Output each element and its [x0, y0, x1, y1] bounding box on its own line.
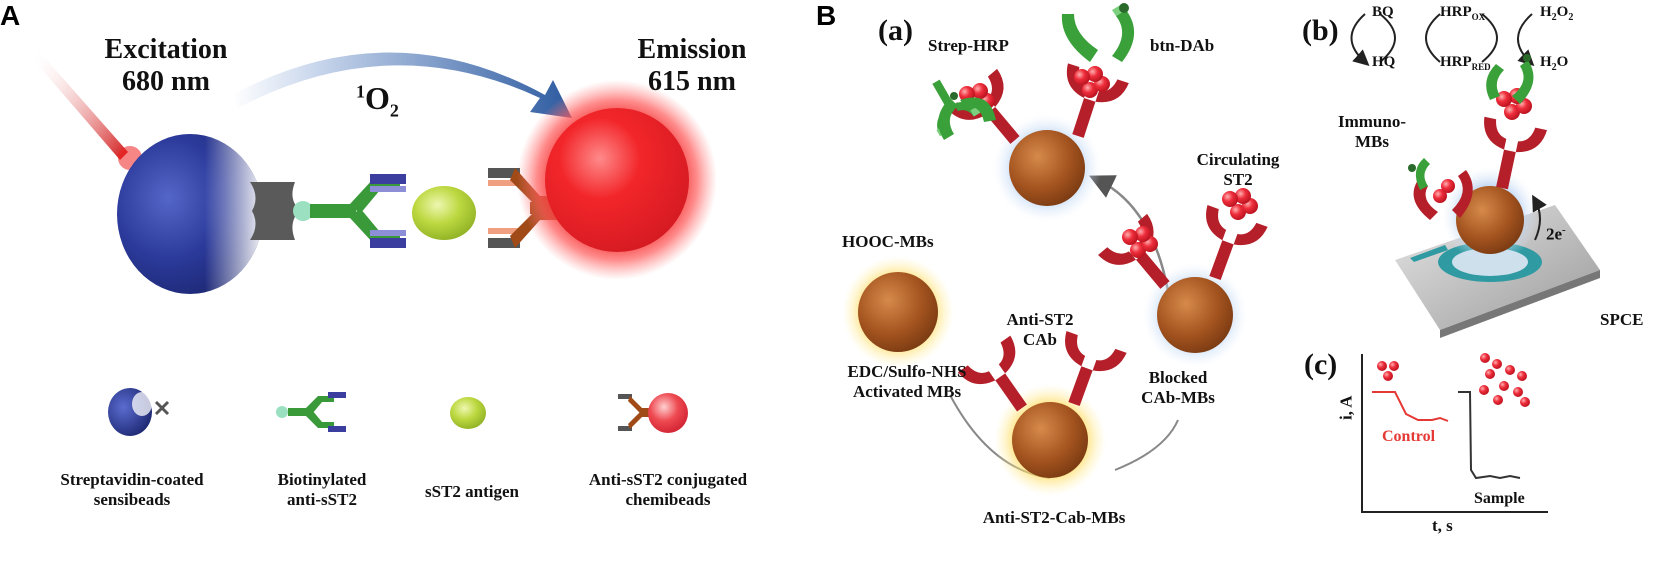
immuno-mbs-label: Immuno-MBs: [1337, 112, 1407, 151]
streptavidin: [250, 182, 300, 240]
chemibead: [517, 80, 717, 280]
anti-st2-cab-mb: [1012, 402, 1088, 478]
anti-st2-cab-mbs-label: Anti-ST2-Cab-MBs: [982, 508, 1126, 527]
detection-bead: [1009, 130, 1085, 206]
sample-st2-dots: [1479, 353, 1530, 407]
cycle-line-right: [1114, 419, 1179, 471]
strep-hrp-label: Strep-HRP: [928, 36, 1009, 55]
electron-transfer-arrow: [1532, 194, 1547, 241]
laser-beam: [32, 50, 128, 160]
panel-b-a-diagram: [842, 3, 1268, 496]
bq-label: BQ: [1372, 4, 1394, 20]
redox-arrow-right: [1481, 13, 1498, 63]
blocked-cab-mb: [1157, 277, 1233, 353]
legend-icon-antigen: [450, 397, 486, 429]
hooc-mb: [858, 272, 938, 352]
panel-b-b-diagram: [1350, 13, 1600, 338]
legend-icon-chemibead: [618, 393, 688, 433]
immuno-mb-on-electrode: [1456, 186, 1524, 254]
electrons-label: 2e-: [1546, 224, 1566, 244]
sensibead: [117, 134, 263, 294]
legend-icon-sensibead: [108, 388, 170, 436]
chart-y-label: i, A: [1336, 395, 1356, 421]
btn-dab-label: btn-DAb: [1150, 36, 1215, 55]
panel-b-c-chart: [1361, 353, 1548, 513]
biotin: [293, 201, 313, 221]
singlet-oxygen-arrow: [232, 52, 572, 118]
btn-dab-antibody: [1061, 3, 1135, 62]
sample-trace: [1458, 391, 1521, 480]
strep-hrp: [938, 92, 996, 140]
hrp-red-label: HRPRED: [1440, 54, 1491, 72]
chart-x-label: t, s: [1432, 516, 1453, 535]
panel-label-a: A: [0, 0, 21, 31]
sample-label: Sample: [1474, 490, 1525, 507]
h2o2-label: H2O2: [1540, 4, 1574, 23]
subpanel-label-c: (c): [1304, 348, 1338, 381]
redox-arrow-hq-hrp: [1379, 13, 1396, 63]
electrode-dab: [1486, 54, 1534, 104]
hrp-ox-label: HRPOX: [1440, 4, 1486, 22]
subpanel-label-a: (a): [878, 14, 913, 47]
legend-label-antigen: sST2 antigen: [425, 482, 519, 501]
h2o-label: H2O: [1540, 54, 1569, 73]
control-trace: [1372, 391, 1449, 422]
chart-axes: [1361, 354, 1548, 513]
hooc-mbs-label: HOOC-MBs: [842, 232, 934, 251]
free-immuno-mb-antibody: [1408, 158, 1473, 220]
panel-a-diagram: [32, 50, 717, 436]
spce-track: [1410, 245, 1448, 262]
singlet-oxygen-label: 1O2: [356, 80, 399, 121]
biotinylated-antibody: [310, 174, 406, 248]
spce-side: [1440, 270, 1600, 338]
sst2-antigen: [412, 186, 476, 240]
control-label: Control: [1382, 428, 1436, 445]
panel-label-b: B: [816, 0, 837, 31]
subpanel-label-b: (b): [1302, 14, 1339, 47]
redox-arrow-hrp-ox: [1425, 13, 1441, 63]
spce-label: SPCE: [1600, 310, 1644, 329]
redox-arrow-bq-hq: [1350, 13, 1370, 66]
circulating-st2: [1222, 188, 1258, 220]
legend-icon-biotinylated: [276, 392, 346, 432]
control-st2-dots: [1377, 361, 1399, 381]
hq-label: HQ: [1372, 54, 1396, 70]
